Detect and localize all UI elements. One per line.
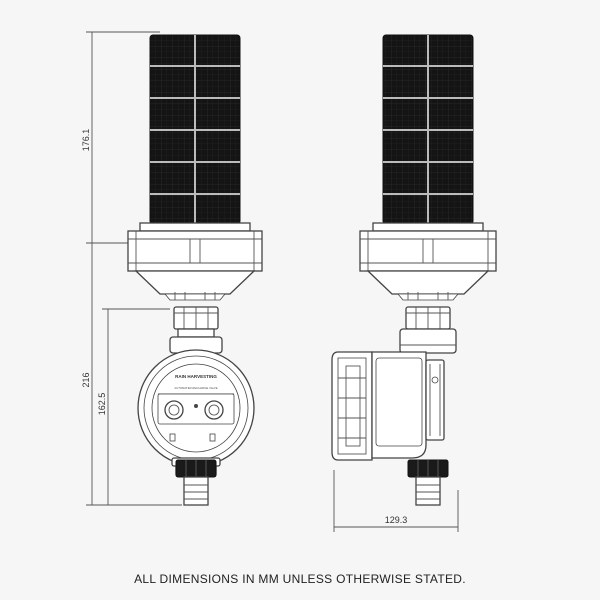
side-view [331,34,497,506]
side-filter-cone [366,270,490,301]
front-outlet [171,457,221,506]
dimension-filter-height: 176.1 [81,31,160,244]
front-filter-screen [149,34,241,225]
side-filter-screen [382,34,474,225]
front-filter-collar [127,222,263,272]
side-valve-body [331,351,445,461]
valve-brand-text: RAIN HARVESTING [175,374,217,379]
dimension-filter-height-label: 176.1 [81,129,91,152]
side-filter-collar [359,222,497,272]
dimension-total-height: 216 [81,243,182,506]
side-outlet [407,459,449,506]
dimension-valve-width-label: 129.3 [385,515,408,525]
dimensions-note: ALL DIMENSIONS IN MM UNLESS OTHERWISE ST… [134,572,466,586]
front-valve-body: RAIN HARVESTING AUTOMATED RECHARGE VALVE [137,349,255,467]
dimension-valve-height: 162.5 [97,308,170,505]
side-coupling-nut [399,306,457,354]
front-coupling-nut [169,306,223,354]
dimension-valve-width: 129.3 [333,470,459,532]
front-filter-cone [134,270,256,301]
dimension-valve-height-label: 162.5 [97,393,107,416]
front-view: RAIN HARVESTING AUTOMATED RECHARGE VALVE [127,34,263,506]
dimension-total-height-label: 216 [81,372,91,387]
valve-subtitle-text: AUTOMATED RECHARGE VALVE [174,386,217,390]
